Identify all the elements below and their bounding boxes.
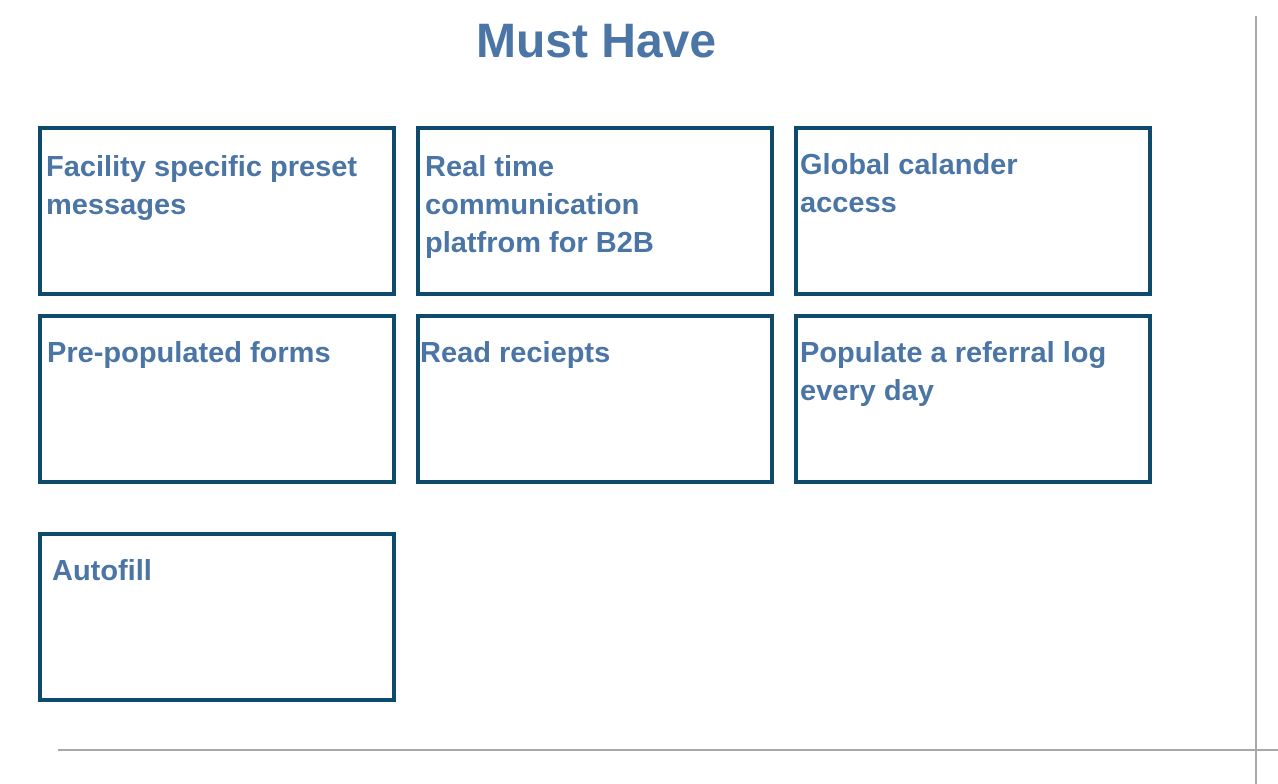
horizontal-guide-line	[58, 749, 1278, 751]
card-label: Pre-populated forms	[47, 337, 331, 369]
vertical-guide-line	[1255, 16, 1257, 784]
card-label: Global calander access	[800, 149, 1018, 219]
card-label: Read reciepts	[420, 337, 611, 369]
card-pre-populated-forms: Pre-populated forms	[38, 314, 396, 484]
card-label: Populate a referral log every day	[800, 337, 1107, 407]
page-title: Must Have	[475, 15, 717, 68]
card-label: Autofill	[52, 555, 152, 587]
card-autofill: Autofill	[38, 532, 396, 702]
card-read-reciepts: Read reciepts	[416, 314, 774, 484]
card-real-time-communication: Real time communication platfrom for B2B	[416, 126, 774, 296]
card-label: Real time communication platfrom for B2B	[425, 151, 654, 259]
card-label: Facility specific preset messages	[46, 151, 358, 221]
card-populate-referral-log: Populate a referral log every day	[794, 314, 1152, 484]
card-global-calander-access: Global calander access	[794, 126, 1152, 296]
card-facility-preset-messages: Facility specific preset messages	[38, 126, 396, 296]
